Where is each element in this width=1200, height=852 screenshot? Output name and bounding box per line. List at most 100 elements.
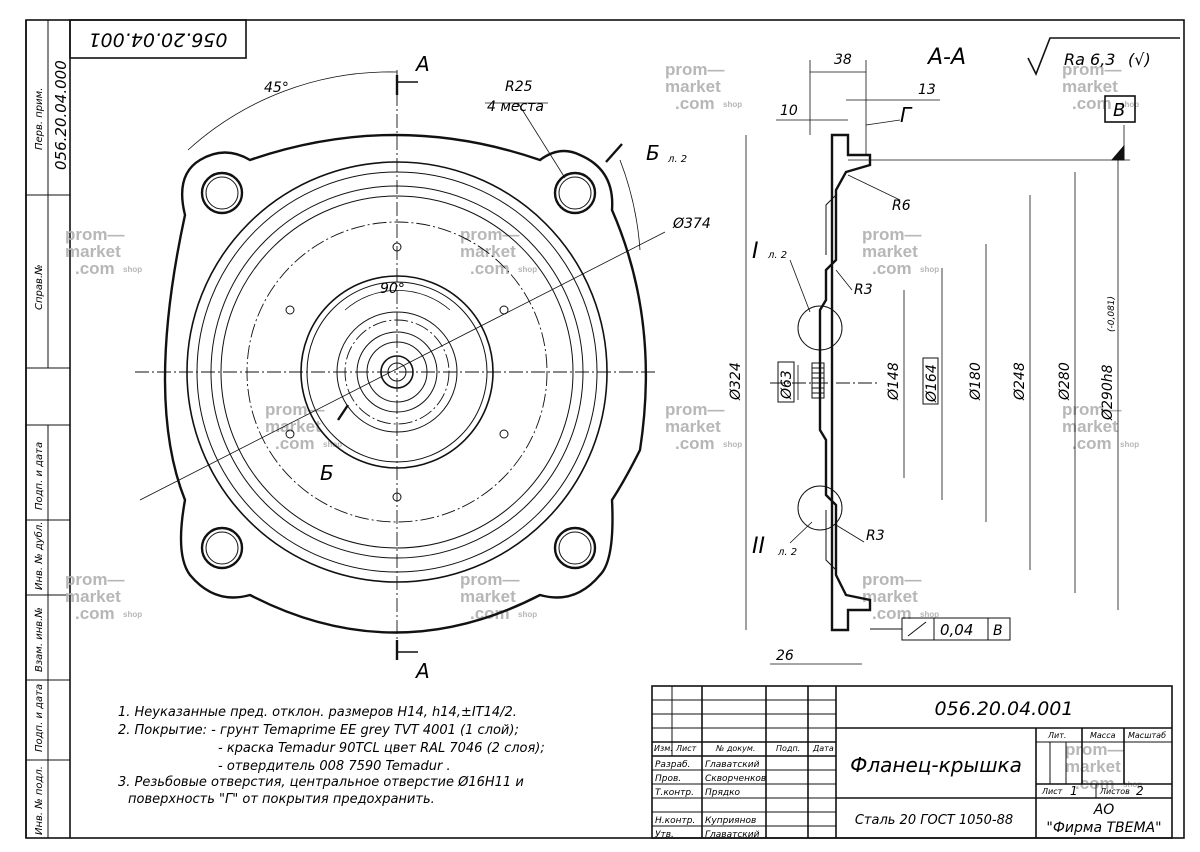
watermark-text: market bbox=[665, 77, 721, 96]
dia-280: Ø280 bbox=[1057, 362, 1073, 401]
title-material: Сталь 20 ГОСТ 1050-88 bbox=[855, 813, 1013, 828]
watermark-text: .com bbox=[675, 94, 715, 113]
dia-164: Ø164 bbox=[924, 364, 940, 403]
massa-label: Масса bbox=[1090, 731, 1116, 740]
masshtab-label: Масштаб bbox=[1128, 731, 1166, 740]
r3-bottom-label: R3 bbox=[866, 528, 885, 544]
r25-label: R25 bbox=[505, 79, 533, 95]
angle-90-label: 90° bbox=[380, 281, 405, 297]
dim-38: 38 bbox=[834, 52, 852, 68]
tolerance-value: 0,04 bbox=[940, 621, 973, 639]
dim-10: 10 bbox=[780, 103, 798, 119]
watermark-text: .com bbox=[872, 604, 912, 623]
signature-role: Пров. bbox=[655, 774, 681, 784]
watermark-text: prom— bbox=[65, 570, 125, 589]
section-b-label: Б bbox=[646, 141, 660, 165]
side-label-sprav: Справ.№ bbox=[34, 265, 45, 310]
note-line-2: 2. Покрытие: - грунт Temaprime EE grey T… bbox=[118, 723, 519, 738]
watermark-text: .com bbox=[1072, 434, 1112, 453]
watermark-suffix: shop bbox=[920, 265, 939, 274]
watermark-text: prom— bbox=[265, 400, 325, 419]
dia-180: Ø180 bbox=[968, 362, 984, 401]
dia-290: Ø290h8 bbox=[1100, 364, 1116, 421]
signature-role: Т.контр. bbox=[655, 788, 694, 798]
watermark-text: prom— bbox=[65, 225, 125, 244]
top-stamp-code: 056.20.04.001 bbox=[88, 29, 227, 51]
watermark-text: prom— bbox=[665, 60, 725, 79]
sheets-value: 2 bbox=[1136, 784, 1144, 798]
side-label-vzam-inv: Взам. инв.№ bbox=[34, 607, 45, 672]
watermark-text: prom— bbox=[460, 225, 520, 244]
watermark-suffix: shop bbox=[323, 440, 342, 449]
datum-label: В bbox=[1113, 100, 1125, 121]
col-docnum: № докум. bbox=[715, 744, 755, 753]
watermark-text: prom— bbox=[665, 400, 725, 419]
surface-g: Г bbox=[900, 103, 913, 127]
side-label-podp-data1: Подп. и дата bbox=[34, 442, 45, 510]
signature-role: Разраб. bbox=[655, 760, 690, 770]
watermark-text: .com bbox=[1072, 94, 1112, 113]
watermark-text: .com bbox=[470, 259, 510, 278]
sheets-label: Листов bbox=[1099, 787, 1130, 796]
watermark-text: market bbox=[460, 242, 516, 261]
watermark-text: market bbox=[1065, 757, 1121, 776]
section-b-bottom-label: Б bbox=[320, 461, 334, 485]
title-code: 056.20.04.001 bbox=[934, 698, 1073, 720]
note-line-1: 1. Неуказанные пред. отклон. размеров H1… bbox=[118, 705, 517, 720]
dim-26: 26 bbox=[776, 648, 794, 664]
watermark-text: prom— bbox=[862, 225, 922, 244]
section-profile bbox=[818, 133, 872, 632]
title-org-2: "Фирма ТВЕМА" bbox=[1046, 820, 1161, 836]
watermark-text: market bbox=[1062, 77, 1118, 96]
watermark-suffix: shop bbox=[723, 100, 742, 109]
dia-290-tol: (-0,081) bbox=[1107, 296, 1117, 332]
detail-2-label: II bbox=[752, 534, 765, 559]
watermark: prom—market.com shop bbox=[665, 60, 742, 113]
watermark-suffix: shop bbox=[518, 610, 537, 619]
watermark-suffix: shop bbox=[723, 440, 742, 449]
cut-letter-top: А bbox=[414, 52, 430, 76]
section-title: А-А bbox=[926, 45, 966, 70]
note-line-3: - краска Temadur 90TCL цвет RAL 7046 (2 … bbox=[218, 741, 545, 756]
watermark-text: prom— bbox=[1065, 740, 1125, 759]
title-block: 056.20.04.001 Фланец-крышка Сталь 20 ГОС… bbox=[651, 685, 1173, 840]
tolerance-datum: В bbox=[993, 623, 1003, 639]
note-line-5: 3. Резьбовые отверстия, центральное отве… bbox=[118, 775, 524, 790]
col-list: Лист bbox=[675, 744, 697, 753]
detail-1-sheet: л. 2 bbox=[767, 250, 787, 261]
watermark-suffix: shop bbox=[123, 265, 142, 274]
watermark-text: market bbox=[665, 417, 721, 436]
signature-role: Н.контр. bbox=[655, 816, 695, 826]
detail-1-label: I bbox=[752, 239, 759, 264]
watermark-text: .com bbox=[675, 434, 715, 453]
watermark-text: market bbox=[862, 242, 918, 261]
watermark-text: market bbox=[1062, 417, 1118, 436]
col-data: Дата bbox=[812, 744, 834, 753]
roughness-suffix: (√) bbox=[1128, 50, 1151, 69]
flange-outline bbox=[163, 133, 648, 634]
signature-name: Куприянов bbox=[705, 816, 756, 826]
roughness-label: Ra 6,3 bbox=[1064, 50, 1115, 69]
mounting-holes bbox=[200, 171, 597, 570]
dia-248: Ø248 bbox=[1012, 362, 1028, 401]
title-name: Фланец-крышка bbox=[850, 753, 1022, 777]
col-podp: Подп. bbox=[776, 744, 800, 753]
watermark-text: market bbox=[460, 587, 516, 606]
angle-45-label: 45° bbox=[264, 80, 289, 96]
signature-role: Утв. bbox=[655, 830, 674, 840]
sheet-frame bbox=[25, 19, 1185, 839]
watermark: prom—market.com shop bbox=[862, 225, 939, 278]
lit-label: Лит. bbox=[1047, 731, 1066, 740]
cut-letter-bottom: А bbox=[414, 659, 430, 683]
top-stamp: 056.20.04.001 bbox=[69, 19, 247, 59]
watermark-text: .com bbox=[872, 259, 912, 278]
side-label-perv-code: 056.20.04.000 bbox=[52, 60, 70, 170]
watermark-text: market bbox=[65, 587, 121, 606]
technical-notes: 1. Неуказанные пред. отклон. размеров H1… bbox=[118, 705, 545, 807]
